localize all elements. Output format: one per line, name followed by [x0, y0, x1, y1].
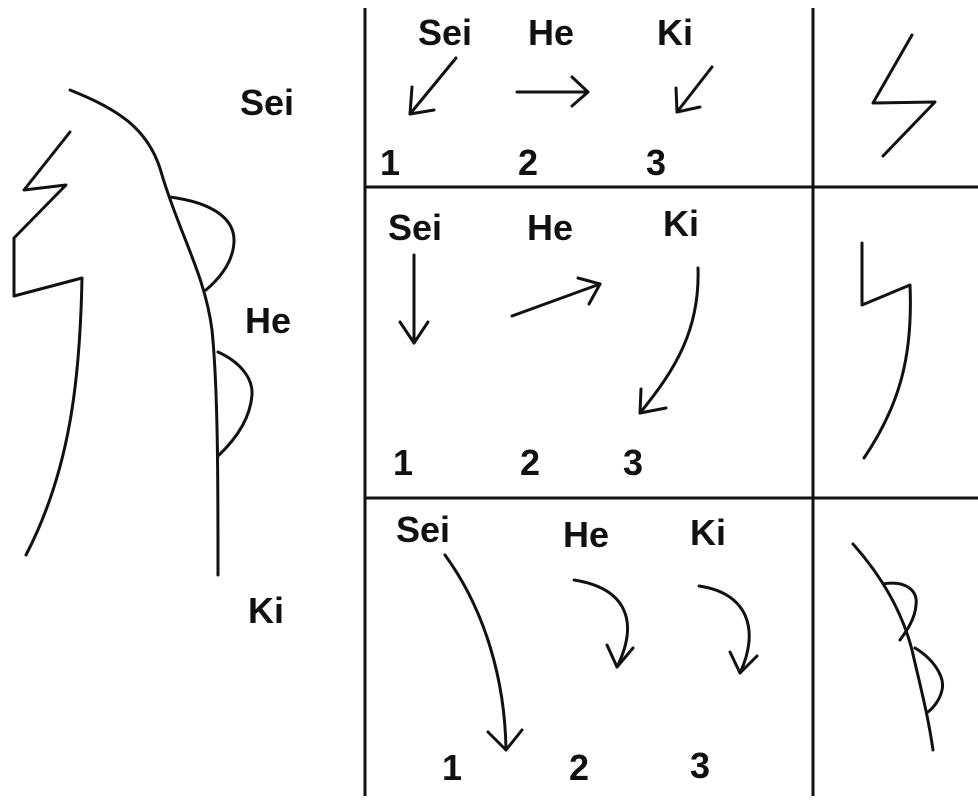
row-2-number-3: 3 — [623, 442, 643, 483]
row-1-stroke-3-arrow — [674, 65, 714, 114]
row-1-number-1: 1 — [380, 142, 400, 183]
row-3-syllable-he: He — [563, 514, 609, 555]
combined-stroke-figure — [12, 88, 254, 577]
row-3-stroke-1-arrow — [443, 553, 524, 752]
row-3-result-glyph — [851, 542, 945, 752]
row-3-number-1: 1 — [442, 747, 462, 788]
row-1-syllable-sei: Sei — [418, 12, 472, 53]
row-2-result-glyph — [860, 241, 912, 460]
row-2-number-1: 1 — [393, 442, 413, 483]
left-label-ki: Ki — [248, 590, 284, 631]
row-3-stroke-3-arrow — [697, 584, 759, 675]
row-1-number-3: 3 — [646, 142, 666, 183]
table-grid — [363, 8, 978, 796]
row-1-stroke-2-arrow — [515, 75, 590, 108]
row-2-number-2: 2 — [520, 442, 540, 483]
row-3: Sei He Ki 1 2 3 — [396, 509, 945, 788]
row-2-stroke-2-arrow — [510, 276, 602, 318]
row-1-number-2: 2 — [518, 142, 538, 183]
row-2-syllable-ki: Ki — [663, 203, 699, 244]
he-upper-bump-stroke — [168, 195, 236, 292]
row-1-syllable-he: He — [528, 12, 574, 53]
row-2-stroke-1-arrow — [398, 253, 430, 345]
left-label-sei: Sei — [240, 82, 294, 123]
row-2-stroke-3-arrow — [638, 266, 700, 415]
main-curve-stroke — [68, 88, 220, 577]
row-1-result-glyph — [871, 33, 937, 158]
left-label-he: He — [245, 300, 291, 341]
row-1-stroke-1-arrow — [408, 56, 458, 116]
row-2-syllable-he: He — [527, 207, 573, 248]
row-3-number-2: 2 — [569, 747, 589, 788]
row-3-stroke-2-arrow — [572, 578, 635, 669]
row-2-syllable-sei: Sei — [388, 207, 442, 248]
he-lower-bump-stroke — [216, 350, 254, 458]
row-3-number-3: 3 — [690, 745, 710, 786]
sei-zigzag-stroke — [12, 130, 84, 557]
row-2: Sei He Ki 1 2 3 — [388, 203, 912, 483]
row-1-syllable-ki: Ki — [657, 12, 693, 53]
row-1: Sei He Ki 1 2 3 — [380, 12, 937, 183]
row-3-syllable-sei: Sei — [396, 509, 450, 550]
row-3-syllable-ki: Ki — [690, 512, 726, 553]
